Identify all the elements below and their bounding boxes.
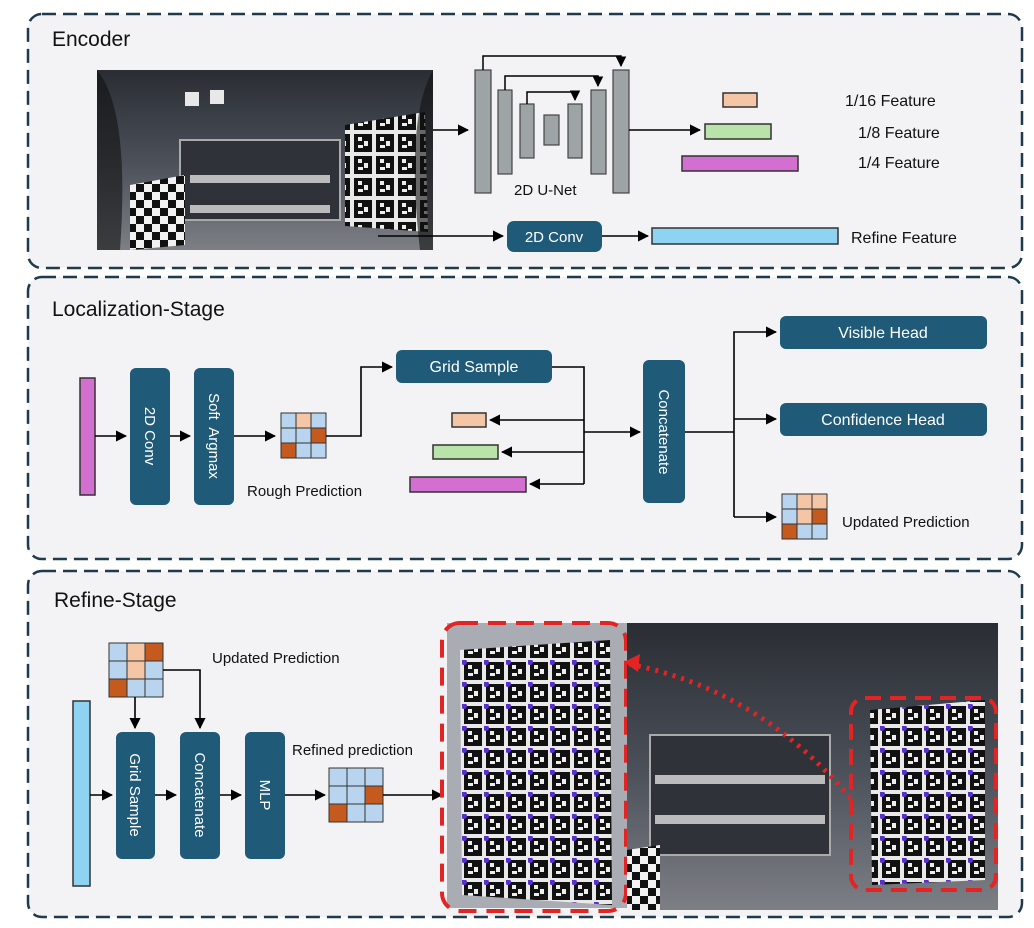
loc-concatenate-box — [643, 360, 685, 503]
refine-concatenate-label: Concatenate — [191, 752, 208, 837]
refine-concatenate-box — [180, 732, 220, 859]
encoder-conv-label: 2D Conv — [525, 229, 584, 246]
loc-grid-sample-box — [396, 350, 552, 383]
encoder-title: Encoder — [52, 28, 130, 51]
loc-feature-1-16-bar — [451, 412, 487, 428]
updated-prediction-label: Updated Prediction — [842, 514, 970, 531]
visible-head-label: Visible Head — [838, 325, 928, 342]
refined-fisheye-image — [624, 623, 998, 910]
mlp-box — [245, 732, 285, 859]
refined-prediction-grid — [328, 767, 384, 823]
loc-concatenate-label: Concatenate — [655, 389, 672, 474]
loc-conv-label: 2D Conv — [141, 407, 158, 466]
refine-grid-sample-box — [116, 732, 155, 859]
loc-input-feature-bar — [79, 377, 96, 496]
mlp-label: MLP — [256, 780, 273, 811]
unet-block: 2D U-Net — [474, 55, 630, 199]
refine-feature-bar — [651, 227, 839, 245]
encoder-panel: Encoder 2 — [26, 12, 1024, 270]
unet-label: 2D U-Net — [514, 182, 577, 199]
loc-feature-1-4-bar — [409, 476, 527, 493]
loc-feature-1-8-bar — [432, 444, 499, 460]
feature-1-4-bar — [681, 155, 799, 172]
encoder-conv-box — [507, 221, 602, 252]
rough-prediction-label: Rough Prediction — [247, 483, 362, 500]
feature-1-16-bar — [722, 92, 758, 108]
soft-argmax-box — [194, 368, 234, 505]
confidence-head-label: Confidence Head — [821, 412, 945, 429]
refine-panel: Refine-Stage Updated Prediction Grid Sam… — [26, 569, 1024, 919]
localization-panel: Localization-Stage 2D Conv Soft Argmax R… — [26, 275, 1024, 561]
localization-title: Localization-Stage — [52, 298, 225, 321]
refine-title: Refine-Stage — [54, 589, 177, 612]
rough-prediction-grid — [280, 412, 327, 459]
visible-head-box — [780, 316, 987, 349]
input-fisheye-image — [97, 70, 433, 250]
feature-1-8-bar — [704, 123, 772, 140]
updated-prediction-grid — [781, 493, 828, 540]
refine-input-feature-bar — [72, 700, 91, 887]
confidence-head-box — [780, 403, 987, 436]
refine-feature-label: Refine Feature — [851, 230, 957, 247]
loc-conv-box — [130, 368, 170, 505]
feature-1-16-label: 1/16 Feature — [845, 93, 936, 110]
zoomed-keypoint-image — [440, 621, 628, 913]
soft-argmax-label: Soft Argmax — [205, 393, 222, 479]
refined-prediction-label: Refined prediction — [292, 742, 413, 759]
feature-1-4-label: 1/4 Feature — [858, 155, 940, 172]
refine-grid-sample-label: Grid Sample — [126, 753, 143, 836]
refine-updated-label: Updated Prediction — [212, 650, 340, 667]
feature-1-8-label: 1/8 Feature — [858, 125, 940, 142]
loc-grid-sample-label: Grid Sample — [430, 359, 519, 376]
refine-updated-grid — [108, 642, 164, 698]
